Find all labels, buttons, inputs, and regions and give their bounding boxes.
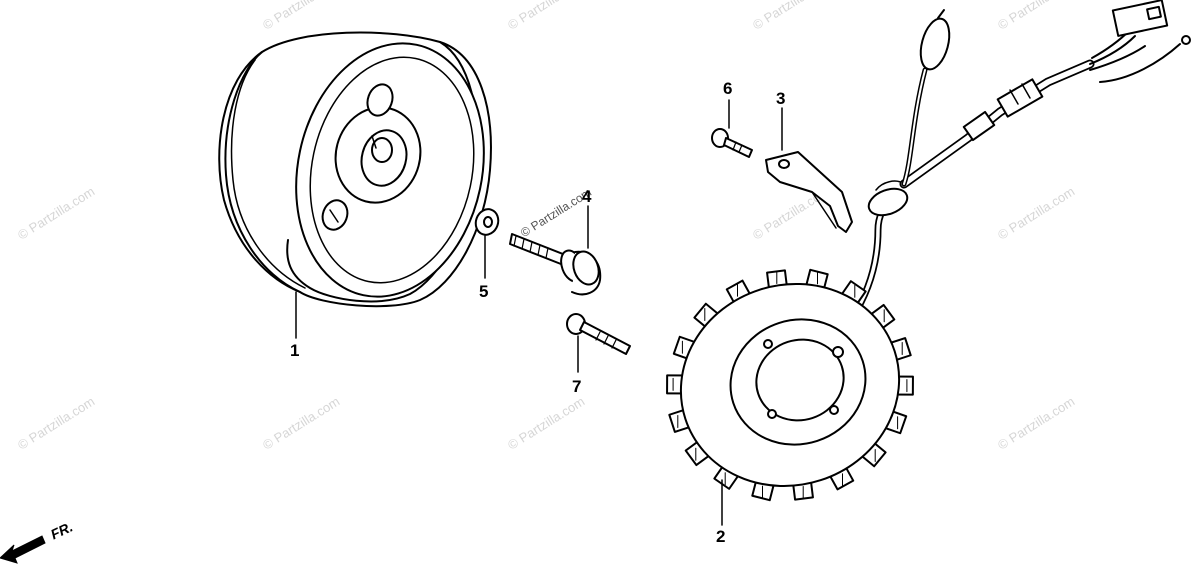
callout-4[interactable]: 4 — [582, 187, 592, 206]
front-direction-arrow — [0, 535, 46, 564]
wire-clamp-bracket — [765, 107, 853, 233]
washer — [474, 208, 500, 279]
flywheel-bolt — [509, 205, 602, 296]
callout-6[interactable]: 6 — [723, 79, 733, 98]
callout-5[interactable]: 5 — [479, 282, 489, 301]
callout-3[interactable]: 3 — [776, 89, 786, 108]
callout-7[interactable]: 7 — [572, 377, 582, 396]
callout-2[interactable]: 2 — [716, 527, 726, 546]
callout-1[interactable]: 1 — [290, 341, 300, 360]
bracket-bolt — [711, 99, 753, 158]
stator — [666, 268, 914, 526]
stator-bolt — [566, 313, 631, 373]
flywheel-rotor — [218, 31, 492, 339]
wire-harness — [848, 0, 1191, 322]
